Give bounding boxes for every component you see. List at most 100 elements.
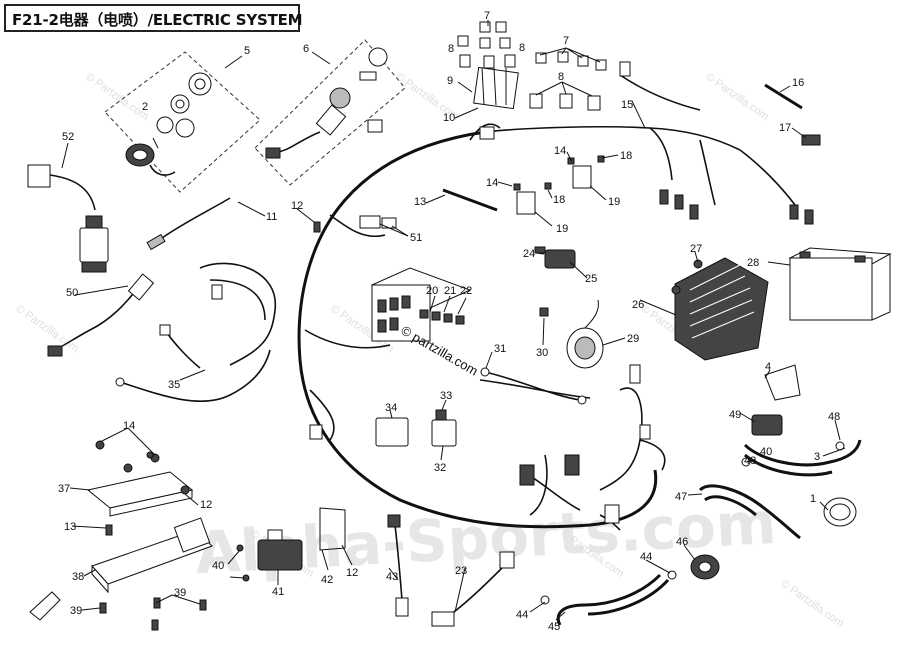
callout-40: 40 [212, 560, 224, 572]
starter-relay-41 [236, 529, 303, 582]
callout-43: 43 [386, 571, 398, 583]
voltage-regulator [671, 257, 769, 361]
connector-50 [47, 273, 155, 357]
callout-44a: 44 [516, 609, 528, 621]
callout-8c: 8 [558, 71, 564, 83]
callout-50: 50 [66, 287, 78, 299]
sensor-46 [690, 484, 801, 580]
callout-12b: 12 [200, 499, 212, 511]
vent-hose-45 [540, 570, 677, 626]
o2-sensor-wire [146, 197, 231, 251]
relay-32-34 [375, 409, 457, 447]
relay-pair-middle [513, 155, 605, 215]
callout-8b: 8 [519, 42, 525, 54]
watermark-partzilla-9: © Partzilla.com [778, 578, 846, 630]
callout-27: 27 [690, 243, 702, 255]
callout-52: 52 [62, 131, 74, 143]
partzilla-brand-mark: © partzilla.com [399, 323, 481, 379]
callout-40b: 40 [760, 446, 772, 458]
ignition-coil-42-43 [319, 507, 409, 617]
callout-20: 20 [426, 285, 438, 297]
callout-28: 28 [747, 257, 759, 269]
callout-48a: 48 [744, 455, 756, 467]
callout-25: 25 [585, 273, 597, 285]
callout-37: 37 [58, 483, 70, 495]
connector-51a [359, 215, 381, 229]
callout-12c: 12 [346, 567, 358, 579]
callout-47: 47 [675, 491, 687, 503]
callout-18a: 18 [553, 194, 565, 206]
callout-12a: 12 [291, 200, 303, 212]
fuse-box-assembly [370, 267, 472, 342]
callout-16: 16 [792, 77, 804, 89]
relay-set-top [457, 21, 607, 111]
callout-15: 15 [621, 99, 633, 111]
callout-24: 24 [523, 248, 535, 260]
callout-51: 51 [410, 232, 422, 244]
watermark-partzilla-3: © Partzilla.com [703, 71, 771, 123]
callout-19a: 19 [556, 223, 568, 235]
callout-9: 9 [447, 75, 453, 87]
callout-23: 23 [455, 565, 467, 577]
callout-11: 11 [266, 211, 277, 223]
ignition-switch-group [104, 51, 261, 193]
callout-14c: 14 [123, 420, 135, 432]
callout-41: 41 [272, 586, 284, 598]
cable-tie-strip [442, 83, 803, 212]
callout-6: 6 [303, 43, 309, 55]
callout-10: 10 [443, 112, 455, 124]
callout-17: 17 [779, 122, 791, 134]
callout-48b: 48 [828, 411, 840, 423]
callout-1: 1 [810, 493, 816, 505]
key-switch-group [254, 39, 406, 186]
callout-2: 2 [142, 101, 148, 113]
watermark-partzilla-4: © Partzilla.com [13, 303, 81, 355]
horn [539, 299, 604, 369]
callout-13b: 13 [64, 521, 76, 533]
connector-51b [381, 217, 397, 229]
callout-49: 49 [729, 409, 741, 421]
bolt-12-top [313, 221, 321, 233]
diagram-title-box: F21-2电器（电喷）/ELECTRIC SYSTEM [4, 4, 303, 32]
callout-13: 13 [414, 196, 426, 208]
callout-4: 4 [765, 361, 771, 373]
callout-35: 35 [168, 379, 180, 391]
sensor-connector-25 [534, 246, 576, 269]
callout-39b: 39 [174, 587, 186, 599]
clip-17 [801, 134, 821, 146]
battery [788, 247, 892, 321]
connector-52 [27, 164, 109, 273]
callout-39a: 39 [70, 605, 82, 617]
callout-30: 30 [536, 347, 548, 359]
callout-22: 22 [460, 285, 472, 297]
watermark-partzilla-1: © Partzilla.com [83, 71, 151, 123]
callout-46: 46 [676, 536, 688, 548]
diagram-title: F21-2电器（电喷）/ELECTRIC SYSTEM [12, 11, 303, 29]
callout-45: 45 [548, 621, 560, 633]
callout-7b: 7 [563, 35, 569, 47]
callout-34: 34 [385, 402, 397, 414]
callout-8a: 8 [448, 43, 454, 55]
mount-tab [29, 591, 61, 621]
callout-38: 38 [72, 571, 84, 583]
callout-14b: 14 [554, 145, 566, 157]
callout-32: 32 [434, 462, 446, 474]
callout-29: 29 [627, 333, 639, 345]
battery-cables-35 [115, 262, 276, 403]
callout-leader-lines [61, 20, 846, 621]
callout-44b: 44 [640, 551, 652, 563]
callout-14a: 14 [486, 177, 498, 189]
clamp-and-hose-right [741, 364, 862, 527]
callout-labels: 5 6 7 7 8 8 8 9 10 2 52 11 12 13 14 14 1… [58, 10, 840, 633]
callout-18b: 18 [620, 150, 632, 162]
callout-26: 26 [632, 299, 644, 311]
callout-42: 42 [321, 574, 333, 586]
ground-wire-31 [480, 367, 587, 405]
callout-31: 31 [494, 343, 506, 355]
ecu-bracket-assembly [86, 440, 213, 631]
callout-3: 3 [814, 451, 820, 463]
callout-7a: 7 [484, 10, 490, 22]
callout-21: 21 [444, 285, 456, 297]
